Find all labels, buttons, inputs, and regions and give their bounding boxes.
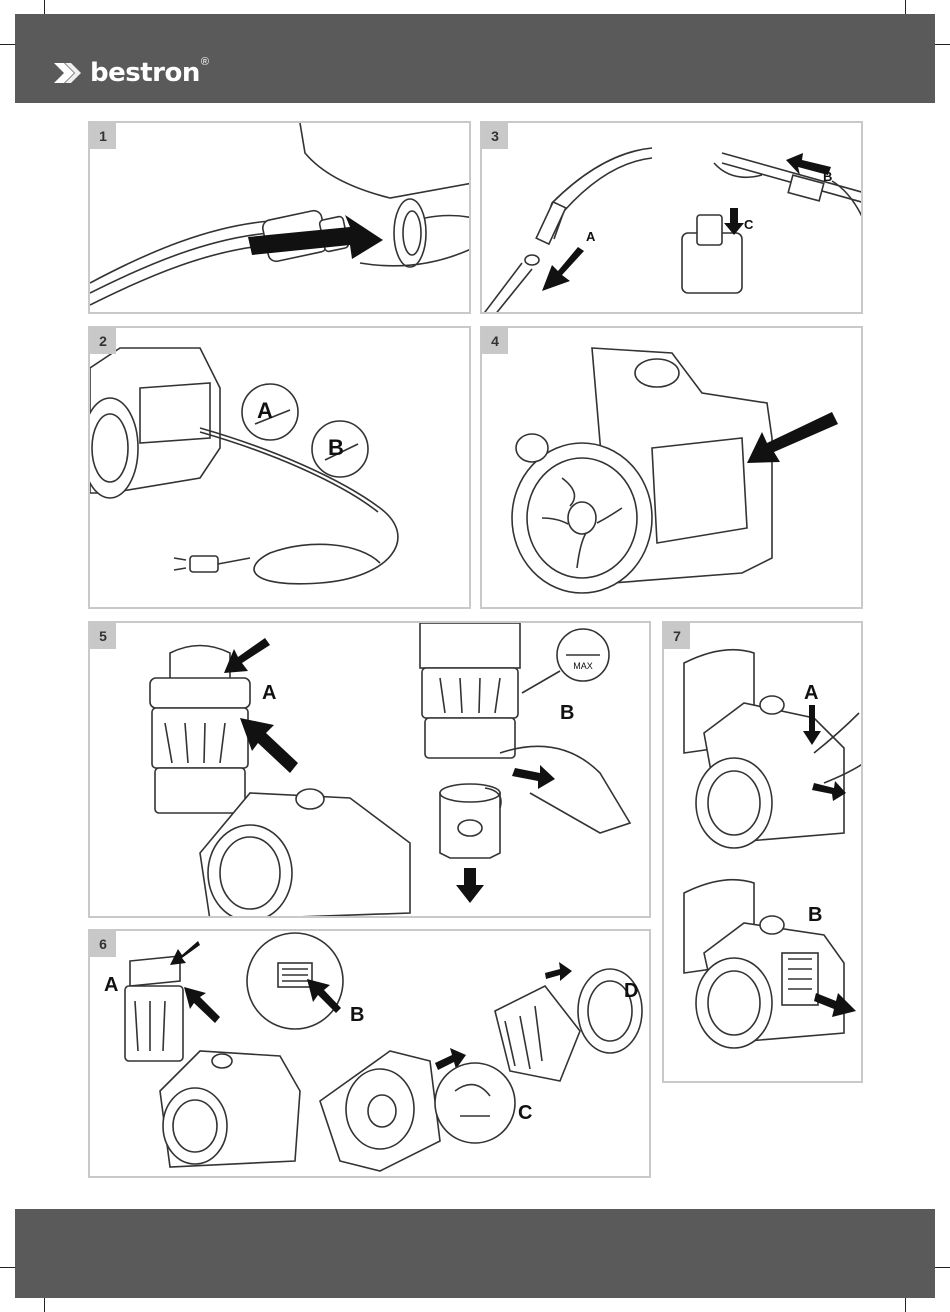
figure-panel-5: A MAX B 5 (88, 621, 651, 918)
step-number: 3 (482, 123, 508, 149)
crop-mark (935, 44, 950, 45)
label-b: B (823, 169, 832, 184)
label-a: A (262, 682, 276, 704)
crop-mark (935, 1267, 950, 1268)
label-a: A (586, 229, 596, 244)
label-b: B (560, 702, 574, 724)
label-d: D (624, 980, 638, 1002)
label-b: B (328, 435, 344, 460)
crop-mark (0, 1267, 15, 1268)
step-number: 5 (90, 623, 116, 649)
label-a: A (804, 682, 818, 704)
label-b: B (808, 904, 822, 926)
registered-mark: ® (201, 56, 209, 68)
filter-replacement-illustration: A B (664, 623, 863, 1083)
label-b: B (350, 1004, 364, 1026)
figure-panel-2: A B 2 (88, 326, 471, 609)
footer-band (15, 1209, 935, 1298)
dust-container-removal-illustration: A MAX B (90, 623, 651, 918)
hose-connect-illustration (90, 123, 471, 314)
brand-logo: bestron ® (52, 56, 209, 90)
crop-mark (44, 0, 45, 14)
figure-panel-6: A B C D 6 (88, 929, 651, 1178)
step-number: 7 (664, 623, 690, 649)
max-mark: MAX (573, 661, 593, 671)
crop-mark (44, 1298, 45, 1312)
label-c: C (744, 217, 754, 232)
figure-panel-4: 4 (480, 326, 863, 609)
label-a: A (104, 974, 118, 996)
brand-name: bestron (90, 58, 200, 88)
tube-and-nozzle-illustration: A B C (482, 123, 863, 314)
vacuum-body-illustration (482, 328, 863, 609)
chevrons-icon (52, 59, 86, 87)
label-c: C (518, 1102, 532, 1124)
figure-panel-1: 1 (88, 121, 471, 314)
crop-mark (905, 0, 906, 14)
filter-cleaning-illustration: A B C D (90, 931, 651, 1178)
figure-panel-3: A B C 3 (480, 121, 863, 314)
crop-mark (905, 1298, 906, 1312)
crop-mark (0, 44, 15, 45)
step-number: 1 (90, 123, 116, 149)
figure-panel-7: A B 7 (662, 621, 863, 1083)
step-number: 4 (482, 328, 508, 354)
step-number: 6 (90, 931, 116, 957)
label-a: A (257, 398, 273, 423)
step-number: 2 (90, 328, 116, 354)
power-cord-illustration: A B (90, 328, 471, 609)
